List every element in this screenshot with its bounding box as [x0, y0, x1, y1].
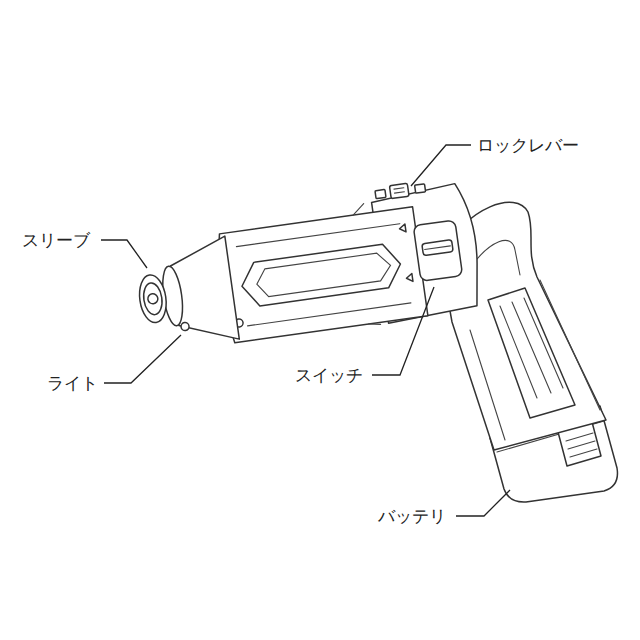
part-label: スイッチ — [293, 365, 365, 385]
part-label: ライト — [45, 373, 100, 393]
leader-lines — [101, 145, 510, 516]
driver-body — [129, 175, 485, 357]
part-label: ロックレバー — [475, 135, 581, 155]
part-label: バッテリ — [376, 506, 448, 526]
part-label: スリーブ — [20, 230, 92, 250]
